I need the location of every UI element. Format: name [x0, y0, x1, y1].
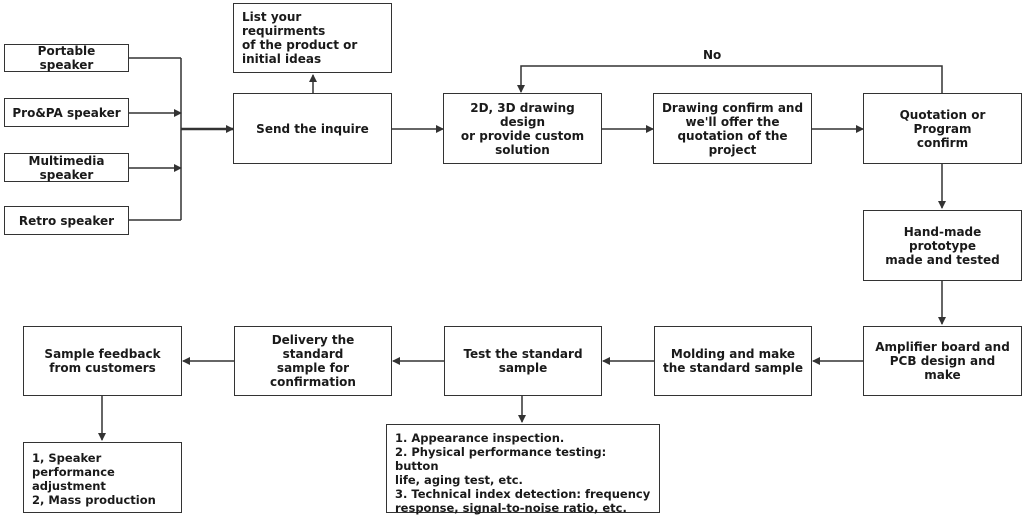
loop-label-no: No: [703, 48, 722, 62]
node-adjustment: 1, Speaker performance adjustment 2, Mas…: [23, 442, 182, 513]
node-molding: Molding and make the standard sample: [654, 326, 812, 396]
node-prototype: Hand-made prototype made and tested: [863, 210, 1022, 281]
node-delivery: Delivery the standard sample for confirm…: [234, 326, 392, 396]
node-quotation: Quotation or Program confirm: [863, 93, 1022, 164]
node-test-sample: Test the standard sample: [444, 326, 602, 396]
node-propa-speaker: Pro&PA speaker: [4, 98, 129, 127]
node-feedback: Sample feedback from customers: [23, 326, 182, 396]
node-drawing-confirm: Drawing confirm and we'll offer the quot…: [653, 93, 812, 164]
node-multimedia-speaker: Multimedia speaker: [4, 153, 129, 182]
node-amplifier: Amplifier board and PCB design and make: [863, 326, 1022, 396]
node-test-details: 1. Appearance inspection. 2. Physical pe…: [386, 424, 660, 515]
node-send-inquire: Send the inquire: [233, 93, 392, 164]
no-loop-arrow: [517, 65, 943, 93]
node-portable-speaker: Portable speaker: [4, 44, 129, 72]
node-requirements: List your requirments of the product or …: [233, 3, 392, 73]
node-drawing-design: 2D, 3D drawing design or provide custom …: [443, 93, 602, 164]
node-retro-speaker: Retro speaker: [4, 206, 129, 235]
